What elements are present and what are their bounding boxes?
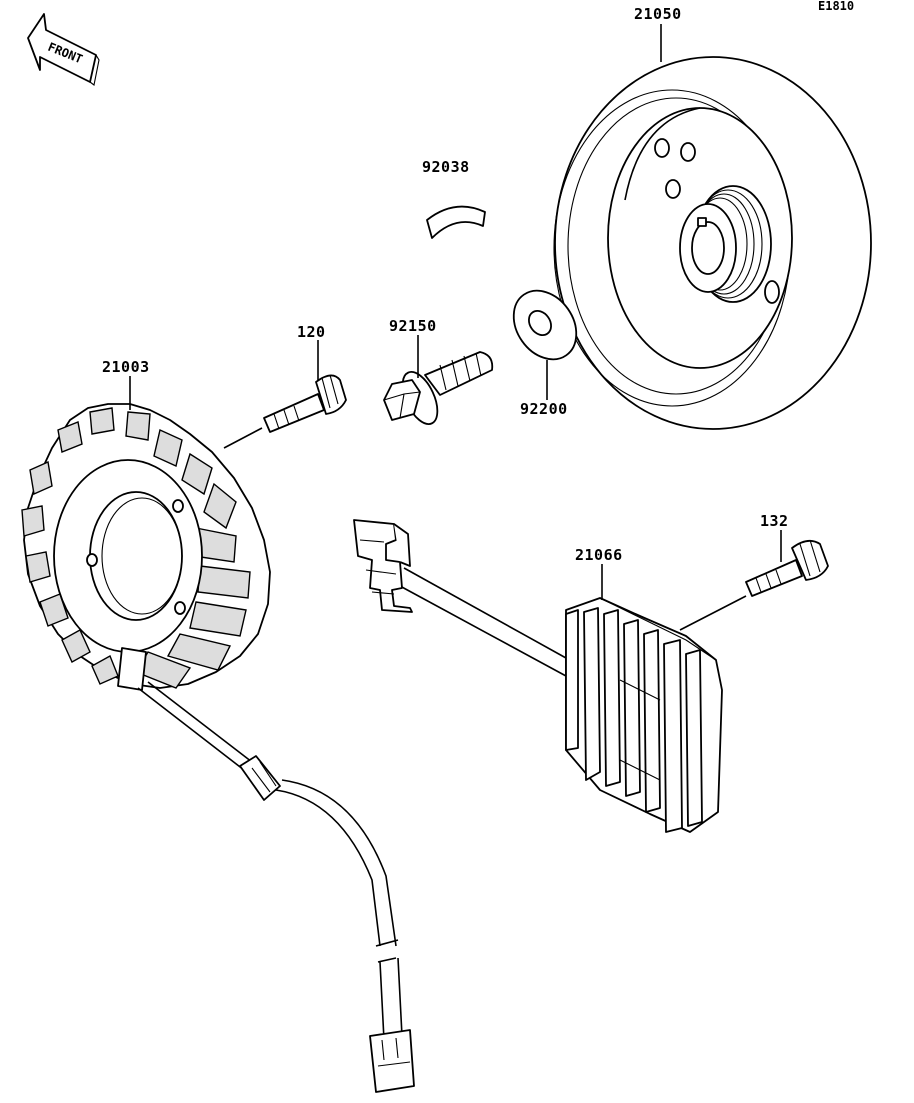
front-arrow-icon: FRONT — [27, 13, 100, 86]
regulator-bolt-label: 132 — [760, 512, 789, 530]
diagram-code: E1810 — [818, 0, 854, 13]
flywheel-label: 21050 — [634, 5, 682, 23]
regulator-label: 21066 — [575, 546, 623, 564]
stator-bolt-part[interactable] — [263, 374, 347, 433]
flywheel-bolt-label: 92150 — [389, 317, 437, 335]
flywheel-bolt-part[interactable] — [383, 351, 494, 429]
regulator-wire-harness — [353, 519, 567, 677]
regulator-bolt-part[interactable] — [745, 539, 829, 597]
regulator-part[interactable] — [565, 597, 723, 833]
regulator-bolt-alignment-line — [679, 595, 747, 631]
key-part[interactable] — [426, 205, 486, 239]
stator-wire-harness — [137, 681, 415, 1093]
stator-part[interactable] — [21, 403, 271, 691]
stator-label: 21003 — [102, 358, 150, 376]
washer-part[interactable] — [501, 279, 589, 372]
stator-bolt-label: 120 — [297, 323, 326, 341]
washer-label: 92200 — [520, 400, 568, 418]
stator-bolt-alignment-line — [223, 427, 263, 449]
key-label: 92038 — [422, 158, 470, 176]
flywheel-part[interactable] — [553, 56, 872, 430]
